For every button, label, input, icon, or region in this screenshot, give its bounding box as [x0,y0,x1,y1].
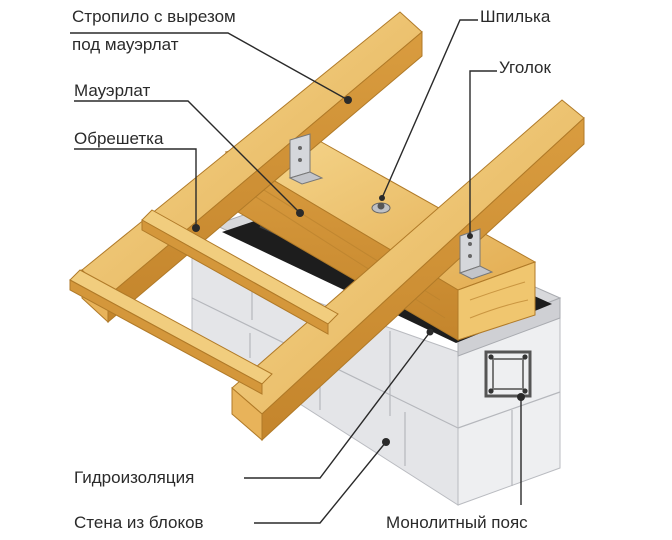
leader-waterproofing [244,331,431,479]
leader-mauerlat [74,100,301,214]
label-mauerlat: Мауэрлат [74,81,150,100]
leader-lathing [74,148,197,228]
label-rafter-line2: под мауэрлат [72,35,179,54]
leader-angle [469,70,497,236]
label-rafter-line1: Стропило с вырезом [72,7,236,26]
label-lathing: Обрешетка [74,129,164,148]
leader-lines [70,19,525,524]
mauerlat-end [457,261,536,341]
steel-angle-back [288,133,324,185]
label-monolithic-belt: Монолитный пояс [386,513,528,532]
label-block-wall: Стена из блоков [74,513,204,532]
labels: Стропило с вырезом под мауэрлат Мауэрлат… [72,7,552,532]
leader-stud [381,19,478,199]
rebar-cage [484,350,532,398]
steel-angle-front [458,228,494,280]
leader-rafter [70,32,349,101]
anchor-stud [371,202,391,214]
label-stud: Шпилька [480,7,551,26]
block-seams-end [457,391,561,486]
lathing-board-1 [69,269,273,395]
label-angle: Уголок [499,58,552,77]
mauerlat-grain [239,174,529,319]
lathing-board-2 [141,209,339,335]
label-waterproofing: Гидроизоляция [74,468,194,487]
rafter-front [231,99,585,442]
leader-block-wall [254,441,387,524]
lathing-boards [69,209,339,395]
